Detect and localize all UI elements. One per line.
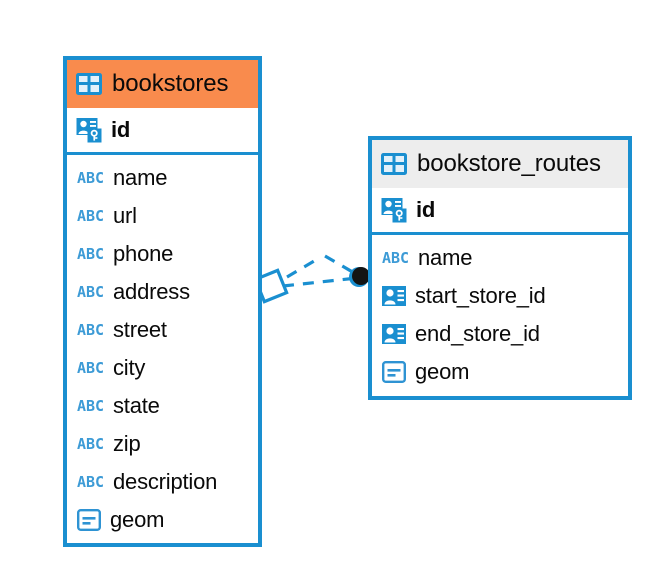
text-type-icon: ABC [77,434,104,454]
column-label: name [418,245,473,270]
column-label: name [113,165,168,190]
svg-text:ABC: ABC [77,473,104,491]
column-label: geom [110,507,165,532]
relationship-line-upper-right [324,254,357,276]
primary-key-icon [381,197,407,223]
svg-text:ABC: ABC [77,169,104,187]
column-row[interactable]: ABC street [67,311,258,349]
text-type-icon: ABC [77,358,104,378]
column-row[interactable]: ABC state [67,387,258,425]
svg-text:ABC: ABC [77,359,104,377]
column-label: url [113,203,137,228]
column-label: geom [415,359,470,384]
text-type-icon: ABC [77,206,104,226]
column-row[interactable]: ABC description [67,463,258,501]
text-type-icon: ABC [382,248,409,268]
column-row[interactable]: end_store_id [372,315,628,353]
entity-table-bookstores[interactable]: bookstores id [63,56,262,547]
column-row[interactable]: ABC name [67,159,258,197]
filled-circle-marker [349,267,370,287]
column-label: street [113,317,167,342]
svg-text:ABC: ABC [382,249,409,267]
text-type-icon: ABC [77,396,104,416]
primary-key-icon [76,117,102,143]
geometry-type-icon [382,361,406,383]
column-list-bookstores: ABC name ABC url ABC [67,155,258,539]
column-label: phone [113,241,174,266]
foreign-key-icon [382,285,406,308]
column-row[interactable]: ABC city [67,349,258,387]
text-type-icon: ABC [77,244,104,264]
column-label: zip [113,431,141,456]
text-type-icon: ABC [77,282,104,302]
column-row[interactable]: ABC address [67,273,258,311]
column-row[interactable]: ABC name [372,239,628,277]
text-type-icon: ABC [77,320,104,340]
column-label: end_store_id [415,321,540,346]
table-icon [76,73,102,95]
geometry-type-icon [77,509,101,531]
text-type-icon: ABC [77,168,104,188]
column-label: city [113,355,146,380]
column-row[interactable]: geom [372,353,628,391]
primary-key-row-bookstores[interactable]: id [67,108,258,155]
column-row[interactable]: ABC phone [67,235,258,273]
table-icon [381,153,407,175]
svg-text:ABC: ABC [77,435,104,453]
column-row[interactable]: start_store_id [372,277,628,315]
text-type-icon: ABC [77,472,104,492]
entity-title-bookstore-routes: bookstore_routes [417,150,601,177]
column-label: address [113,279,190,304]
entity-header-bookstore-routes[interactable]: bookstore_routes [372,140,628,188]
svg-text:ABC: ABC [77,321,104,339]
column-label: state [113,393,160,418]
entity-table-bookstore-routes[interactable]: bookstore_routes id [368,136,632,400]
column-row[interactable]: geom [67,501,258,539]
column-label: start_store_id [415,283,546,308]
column-label: id [416,197,436,222]
relationship-line-middle [282,276,358,288]
svg-text:ABC: ABC [77,397,104,415]
column-label: description [113,469,218,494]
svg-text:ABC: ABC [77,207,104,225]
column-list-bookstore-routes: ABC name start_store_id [372,235,628,391]
column-label: id [111,117,131,142]
entity-header-bookstores[interactable]: bookstores [67,60,258,108]
primary-key-row-bookstore-routes[interactable]: id [372,188,628,235]
entity-title-bookstores: bookstores [112,70,229,97]
column-row[interactable]: ABC zip [67,425,258,463]
foreign-key-icon [382,323,406,346]
svg-text:ABC: ABC [77,245,104,263]
svg-text:ABC: ABC [77,283,104,301]
column-row[interactable]: ABC url [67,197,258,235]
relationship-line-upper-left [286,255,322,279]
